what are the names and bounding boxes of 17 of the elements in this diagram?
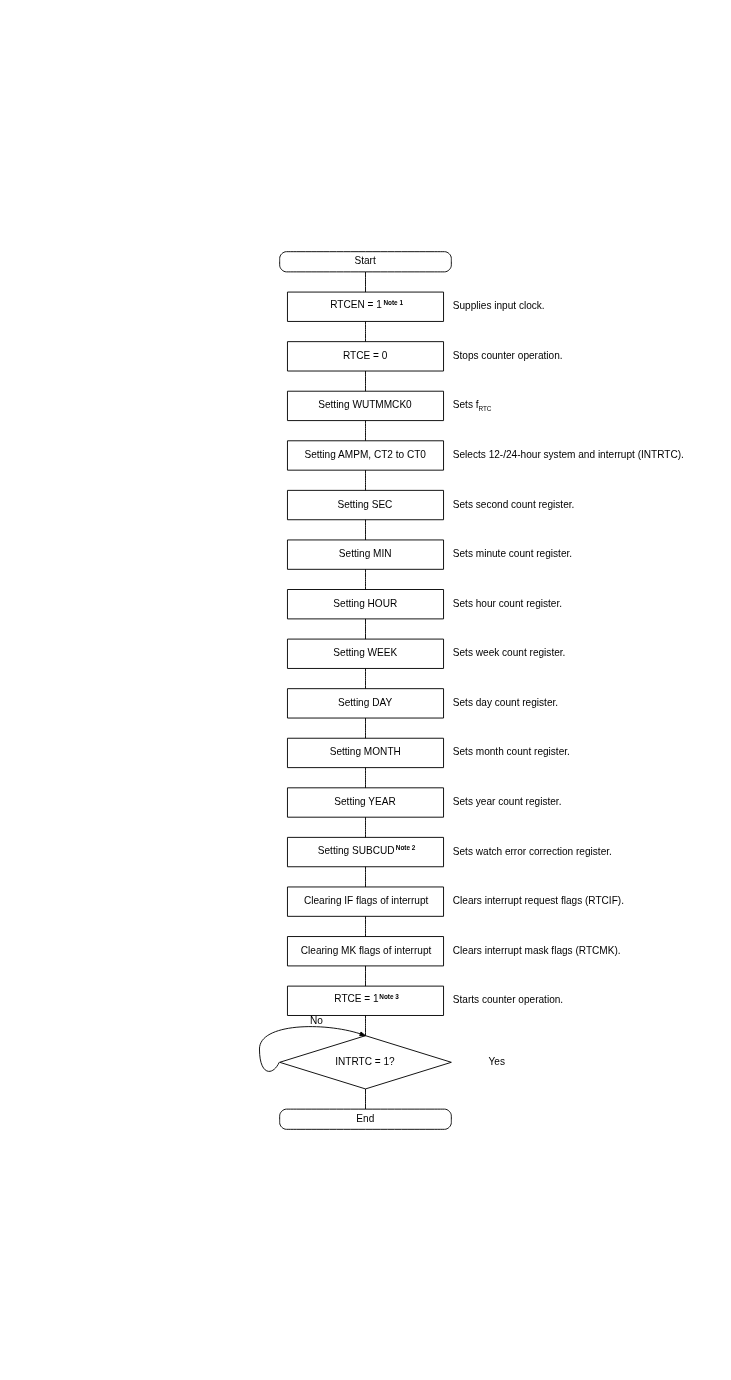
edge-label: No (310, 1014, 323, 1026)
node-label: Sets year count register. (452, 795, 562, 807)
node-label: Sets minute count register. (452, 547, 573, 559)
node-label: Sets watch error correction register. (452, 845, 612, 857)
node-label: Sets month count register. (452, 746, 570, 757)
node-label: Sets second count register. (452, 498, 575, 510)
label: Yes (488, 1055, 505, 1067)
node-label: Sets day count register. (452, 696, 559, 708)
node-label: Clears interrupt mask flags (RTCMK). (452, 944, 621, 956)
node-label: Clears interrupt request flags (RTCIF). (452, 894, 624, 906)
node-label: Sets week count register. (452, 646, 566, 658)
node-label: Supplies input clock. (452, 299, 545, 311)
node-label: Stops counter operation. (452, 349, 563, 361)
node-label: Starts counter operation. (452, 993, 564, 1005)
node-label: Selects 12-/24-hour system and interrupt (INTRTC). (452, 448, 684, 460)
node-label: Sets hour count register. (452, 597, 563, 609)
node-label: Sets f$_{RTC}$ (452, 398, 492, 412)
